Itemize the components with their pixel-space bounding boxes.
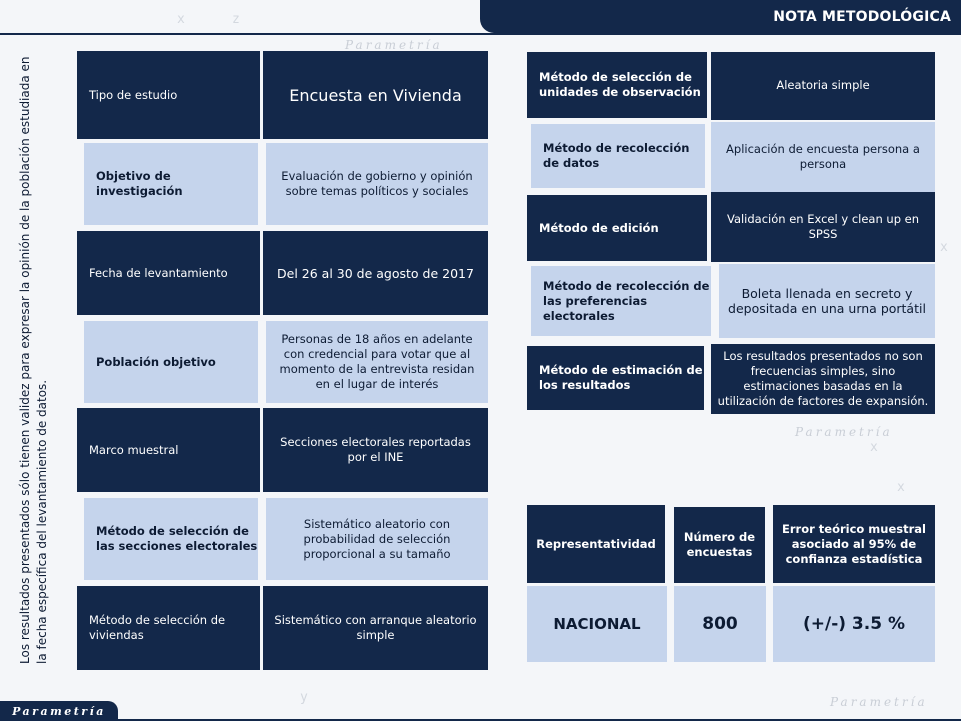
row-label-marco: Marco muestral (77, 408, 260, 492)
summary-header-numero-encuestas: Número de encuestas (674, 507, 765, 583)
row-value-secciones: Sistemático aleatorio con probabilidad d… (266, 498, 488, 580)
summary-header-representatividad: Representatividad (527, 505, 665, 583)
background-math-symbol: z (232, 12, 240, 27)
header-divider (0, 33, 961, 35)
row-label-edicion: Método de edición (527, 195, 707, 261)
row-label-estimacion: Método de estimación de los resultados (527, 346, 704, 410)
background-math-symbol: y (300, 690, 308, 705)
side-note-text: Los resultados presentados sólo tienen v… (18, 56, 49, 664)
summary-value-representatividad: NACIONAL (527, 586, 667, 662)
row-label-poblacion: Población objetivo (84, 321, 258, 403)
row-value-fecha: Del 26 al 30 de agosto de 2017 (263, 231, 488, 315)
background-math-symbol: x (897, 480, 905, 495)
row-label-tipo-estudio: Tipo de estudio (77, 51, 260, 139)
row-value-viviendas: Sistemático con arranque aleatorio simpl… (263, 586, 488, 670)
parametria-logo: Parametría (0, 701, 118, 721)
row-value-preferencias: Boleta llenada en secreto y depositada e… (719, 264, 935, 338)
page-title: NOTA METODOLÓGICA (773, 8, 951, 25)
header-bar: NOTA METODOLÓGICA (480, 0, 961, 33)
row-label-unidades: Método de selección de unidades de obser… (527, 52, 707, 118)
row-value-marco: Secciones electorales reportadas por el … (263, 408, 488, 492)
row-label-recoleccion-datos: Método de recolección de datos (531, 124, 705, 188)
watermark-text: Parametría (345, 38, 443, 52)
footer-divider (0, 719, 961, 721)
watermark-text: Parametría (830, 695, 928, 709)
row-label-fecha: Fecha de levantamiento (77, 231, 260, 315)
row-value-edicion: Validación en Excel y clean up en SPSS (711, 192, 935, 262)
row-label-preferencias: Método de recolección de las preferencia… (531, 266, 711, 336)
row-label-secciones: Método de selección de las secciones ele… (84, 498, 258, 580)
row-value-objetivo: Evaluación de gobierno y opinión sobre t… (266, 143, 488, 225)
row-value-recoleccion-datos: Aplicación de encuesta persona a persona (711, 122, 935, 192)
background-math-symbol: x (870, 440, 878, 455)
row-value-poblacion: Personas de 18 años en adelante con cred… (266, 321, 488, 403)
row-value-unidades: Aleatoria simple (711, 52, 935, 120)
row-value-estimacion: Los resultados presentados no son frecue… (711, 344, 935, 414)
background-math-symbol: x (940, 240, 948, 255)
background-math-symbol: x (177, 12, 185, 27)
summary-header-error: Error teórico muestral asociado al 95% d… (773, 505, 935, 583)
side-note: Los resultados presentados sólo tienen v… (8, 44, 60, 664)
summary-value-numero-encuestas: 800 (674, 586, 766, 662)
summary-value-error: (+/-) 3.5 % (773, 586, 935, 662)
row-label-viviendas: Método de selección de viviendas (77, 586, 260, 670)
row-value-tipo-estudio: Encuesta en Vivienda (263, 51, 488, 139)
watermark-text: Parametría (795, 425, 893, 439)
row-label-objetivo: Objetivo de investigación (84, 143, 258, 225)
